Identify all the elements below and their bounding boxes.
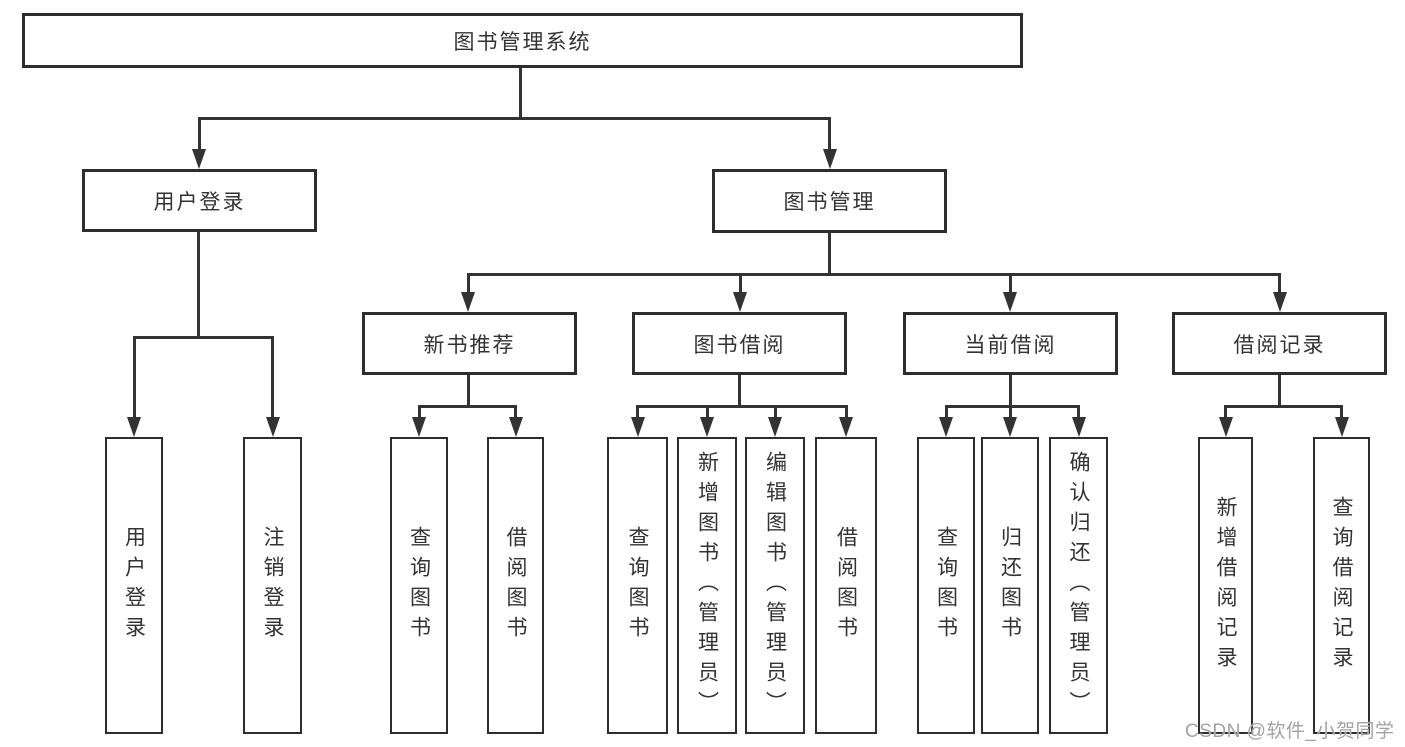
node-label: 借阅记录 bbox=[1233, 333, 1326, 357]
connector-line bbox=[636, 405, 848, 408]
arrow-down-icon bbox=[127, 417, 141, 437]
node-label: 注销登录 bbox=[261, 525, 284, 646]
node-add-borrow-record: 新增借阅记录 bbox=[1198, 437, 1253, 734]
node-label: 编辑图书（管理员） bbox=[763, 450, 787, 721]
arrow-down-icon bbox=[1335, 417, 1349, 437]
node-label: 查询借阅记录 bbox=[1330, 495, 1353, 676]
node-book-management: 图书管理 bbox=[712, 169, 947, 233]
connector-line bbox=[1077, 405, 1080, 424]
arrow-down-icon bbox=[939, 417, 953, 437]
node-label: 查询图书 bbox=[934, 525, 958, 646]
arrow-down-icon bbox=[733, 292, 747, 312]
connector-line bbox=[198, 117, 831, 120]
arrow-down-icon bbox=[823, 149, 837, 169]
connector-line bbox=[519, 68, 522, 120]
arrow-down-icon bbox=[1003, 292, 1017, 312]
node-label: 图书管理系统 bbox=[453, 30, 592, 54]
node-new-book-recommend: 新书推荐 bbox=[362, 312, 577, 375]
node-book-borrow: 图书借阅 bbox=[632, 312, 847, 375]
node-user-login-leaf: 用户登录 bbox=[105, 437, 163, 734]
node-query-books-borrow: 查询图书 bbox=[607, 437, 668, 734]
arrow-down-icon bbox=[461, 292, 475, 312]
node-query-books-recommend: 查询图书 bbox=[390, 437, 448, 734]
connector-line bbox=[467, 273, 1281, 276]
connector-line bbox=[133, 336, 136, 424]
node-book-management-system: 图书管理系统 bbox=[22, 13, 1023, 68]
arrow-down-icon bbox=[1003, 417, 1017, 437]
connector-line bbox=[1009, 375, 1012, 408]
node-borrow-books-leaf: 借阅图书 bbox=[815, 437, 877, 734]
connector-line bbox=[845, 405, 848, 424]
connector-line bbox=[197, 232, 200, 339]
connector-line bbox=[514, 405, 517, 424]
node-confirm-return-admin: 确认归还（管理员） bbox=[1049, 437, 1108, 734]
connector-line bbox=[198, 117, 201, 153]
node-query-books-current: 查询图书 bbox=[917, 437, 975, 734]
arrow-down-icon bbox=[839, 417, 853, 437]
connector-line bbox=[1009, 273, 1012, 298]
connector-line bbox=[133, 336, 274, 339]
connector-line bbox=[1224, 405, 1227, 424]
connector-line bbox=[418, 405, 517, 408]
arrow-down-icon bbox=[412, 417, 426, 437]
node-label: 图书借阅 bbox=[693, 333, 786, 357]
node-user-login: 用户登录 bbox=[82, 169, 317, 232]
node-label: 借阅图书 bbox=[504, 525, 527, 646]
node-borrow-books-recommend: 借阅图书 bbox=[487, 437, 544, 734]
node-label: 查询图书 bbox=[407, 525, 431, 646]
connector-line bbox=[739, 273, 742, 298]
node-label: 用户登录 bbox=[122, 525, 146, 646]
node-query-borrow-record: 查询借阅记录 bbox=[1313, 437, 1370, 734]
node-edit-book-admin: 编辑图书（管理员） bbox=[745, 437, 805, 734]
connector-line bbox=[1340, 405, 1343, 424]
connector-line bbox=[945, 405, 1080, 408]
connector-line bbox=[945, 405, 948, 424]
node-borrow-records: 借阅记录 bbox=[1172, 312, 1387, 375]
connector-line bbox=[738, 375, 741, 408]
arrow-down-icon bbox=[1273, 292, 1287, 312]
connector-line bbox=[467, 273, 470, 298]
connector-line bbox=[828, 233, 831, 276]
arrow-down-icon bbox=[768, 417, 782, 437]
arrow-down-icon bbox=[509, 417, 523, 437]
node-label: 当前借阅 bbox=[964, 333, 1057, 357]
node-label: 用户登录 bbox=[153, 190, 246, 214]
arrow-down-icon bbox=[1219, 417, 1233, 437]
connector-line bbox=[271, 336, 274, 424]
connector-line bbox=[1224, 405, 1343, 408]
arrow-down-icon bbox=[192, 149, 206, 169]
arrow-down-icon bbox=[631, 417, 645, 437]
watermark: CSDN @软件_小贺同学 bbox=[1185, 721, 1395, 742]
connector-line bbox=[467, 375, 470, 408]
node-label: 图书管理 bbox=[783, 191, 876, 214]
node-label: 归还图书 bbox=[998, 525, 1022, 646]
connector-line bbox=[418, 405, 421, 424]
connector-line bbox=[828, 117, 831, 153]
node-label: 查询图书 bbox=[626, 525, 649, 646]
arrow-down-icon bbox=[700, 417, 714, 437]
arrow-down-icon bbox=[1072, 417, 1086, 437]
node-current-borrow: 当前借阅 bbox=[903, 312, 1118, 375]
arrow-down-icon bbox=[266, 417, 280, 437]
node-label: 借阅图书 bbox=[834, 525, 858, 646]
node-label: 新书推荐 bbox=[423, 333, 516, 357]
node-logout-leaf: 注销登录 bbox=[243, 437, 302, 734]
connector-line bbox=[1009, 405, 1012, 424]
connector-line bbox=[706, 405, 709, 424]
node-return-book: 归还图书 bbox=[981, 437, 1039, 734]
node-add-book-admin: 新增图书（管理员） bbox=[677, 437, 737, 734]
connector-line bbox=[636, 405, 639, 424]
node-label: 新增借阅记录 bbox=[1214, 495, 1237, 676]
node-label: 新增图书（管理员） bbox=[695, 450, 719, 721]
connector-line bbox=[1278, 375, 1281, 408]
connector-line bbox=[1278, 273, 1281, 298]
connector-line bbox=[774, 405, 777, 424]
node-label: 确认归还（管理员） bbox=[1067, 450, 1090, 721]
